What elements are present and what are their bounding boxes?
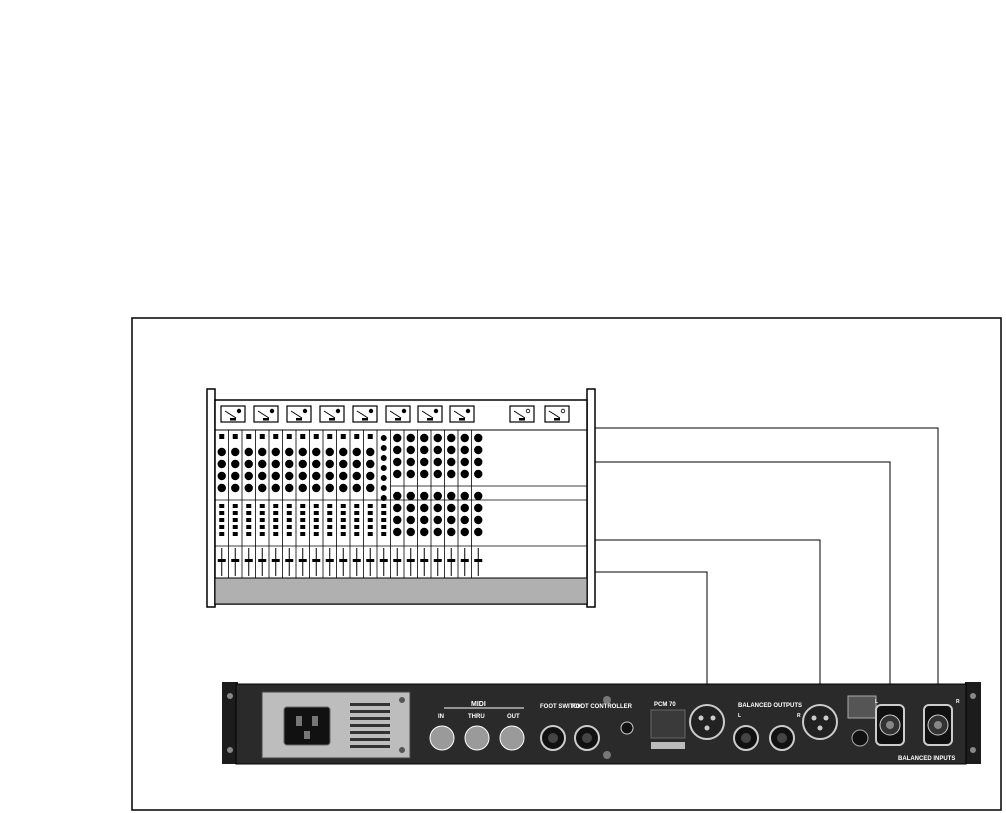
balanced-outputs-label: BALANCED OUTPUTS: [738, 703, 802, 709]
input-l-label: L: [875, 699, 878, 705]
output-l-label: L: [738, 713, 741, 719]
input-channel-strip: [282, 430, 294, 578]
subgroup-channel-strip: [390, 430, 402, 578]
output-r-xlr-connector: [802, 704, 838, 740]
level-switch-panel: [847, 695, 877, 719]
input-channel-strip: [295, 430, 307, 578]
input-channel-strip: [309, 430, 321, 578]
vu-meter-icon: [449, 405, 475, 423]
vu-meter-bridge: [220, 405, 570, 423]
input-channel-strip: [268, 430, 280, 578]
cable-to-input-l: [595, 461, 891, 696]
subgroup-channel-strip: [457, 430, 469, 578]
balanced-inputs-label: BALANCED INPUTS: [898, 756, 955, 762]
vu-meter-icon: [319, 405, 345, 423]
vu-meter-icon: [286, 405, 312, 423]
midi-section: MIDI IN THRU OUT: [429, 701, 525, 751]
subgroup-channel-strip: [417, 430, 429, 578]
level-switch-knob: [851, 729, 869, 747]
vu-meter-icon: [544, 405, 570, 423]
processor-right-rack-ear: [965, 682, 981, 764]
vu-meter-icon: [253, 405, 279, 423]
power-inlet-icon: [283, 706, 331, 746]
vu-meter-icon: [220, 405, 246, 423]
subgroup-channel-strip: [471, 430, 483, 578]
input-channel-strip: [336, 430, 348, 578]
info-plate: [650, 709, 686, 739]
midi-thru-port: [464, 725, 490, 751]
stereo-jack: [620, 721, 634, 735]
cable-to-input-r: [595, 427, 939, 696]
foot-controller-label: FOOT CONTROLLER: [572, 704, 633, 710]
vu-meter-icon: [352, 405, 378, 423]
input-channel-strip: [228, 430, 240, 578]
midi-out-port: [499, 725, 525, 751]
midi-out-label: OUT: [507, 714, 520, 720]
model-label: PCM 70: [654, 702, 676, 708]
subgroup-channel-strip: [444, 430, 456, 578]
midi-thru-label: THRU: [468, 714, 485, 720]
midi-in-port: [429, 725, 455, 751]
channel-strips: [215, 430, 587, 578]
mixer-body: [214, 399, 588, 605]
effects-processor-rear-panel: MIDI IN THRU OUT FOOT SWITCH FOOT CONTRO…: [222, 682, 981, 765]
mixer-bottom-panel: [214, 577, 588, 605]
subgroup-channel-strip: [430, 430, 442, 578]
input-channel-strip: [349, 430, 361, 578]
master-channel-strip: [376, 430, 388, 578]
mixer-console: [206, 388, 596, 608]
vu-meter-icon: [417, 405, 443, 423]
processor-left-rack-ear: [222, 682, 238, 764]
midi-label: MIDI: [471, 701, 486, 708]
mixer-right-rack-ear: [586, 388, 596, 608]
input-channel-strip: [255, 430, 267, 578]
input-channel-strip: [241, 430, 253, 578]
input-channel-strip: [363, 430, 375, 578]
vu-meter-icon: [509, 405, 535, 423]
input-channel-strip: [322, 430, 334, 578]
midi-in-label: IN: [438, 714, 444, 720]
cable-from-output-r: [595, 539, 821, 696]
input-channel-strip: [217, 434, 226, 576]
output-r-label: R: [797, 713, 801, 719]
vu-meter-icon: [385, 405, 411, 423]
vent-slots-icon: [350, 703, 390, 748]
foot-switch-label: FOOT SWITCH: [540, 704, 582, 710]
subgroup-channel-strip: [403, 430, 415, 578]
signal-cables: [595, 427, 939, 696]
serial-tag: [651, 742, 685, 749]
mixer-left-rack-ear: [206, 388, 216, 608]
input-r-label: R: [956, 699, 960, 705]
cable-from-output-l: [595, 571, 708, 696]
output-l-xlr-connector: [689, 704, 725, 740]
